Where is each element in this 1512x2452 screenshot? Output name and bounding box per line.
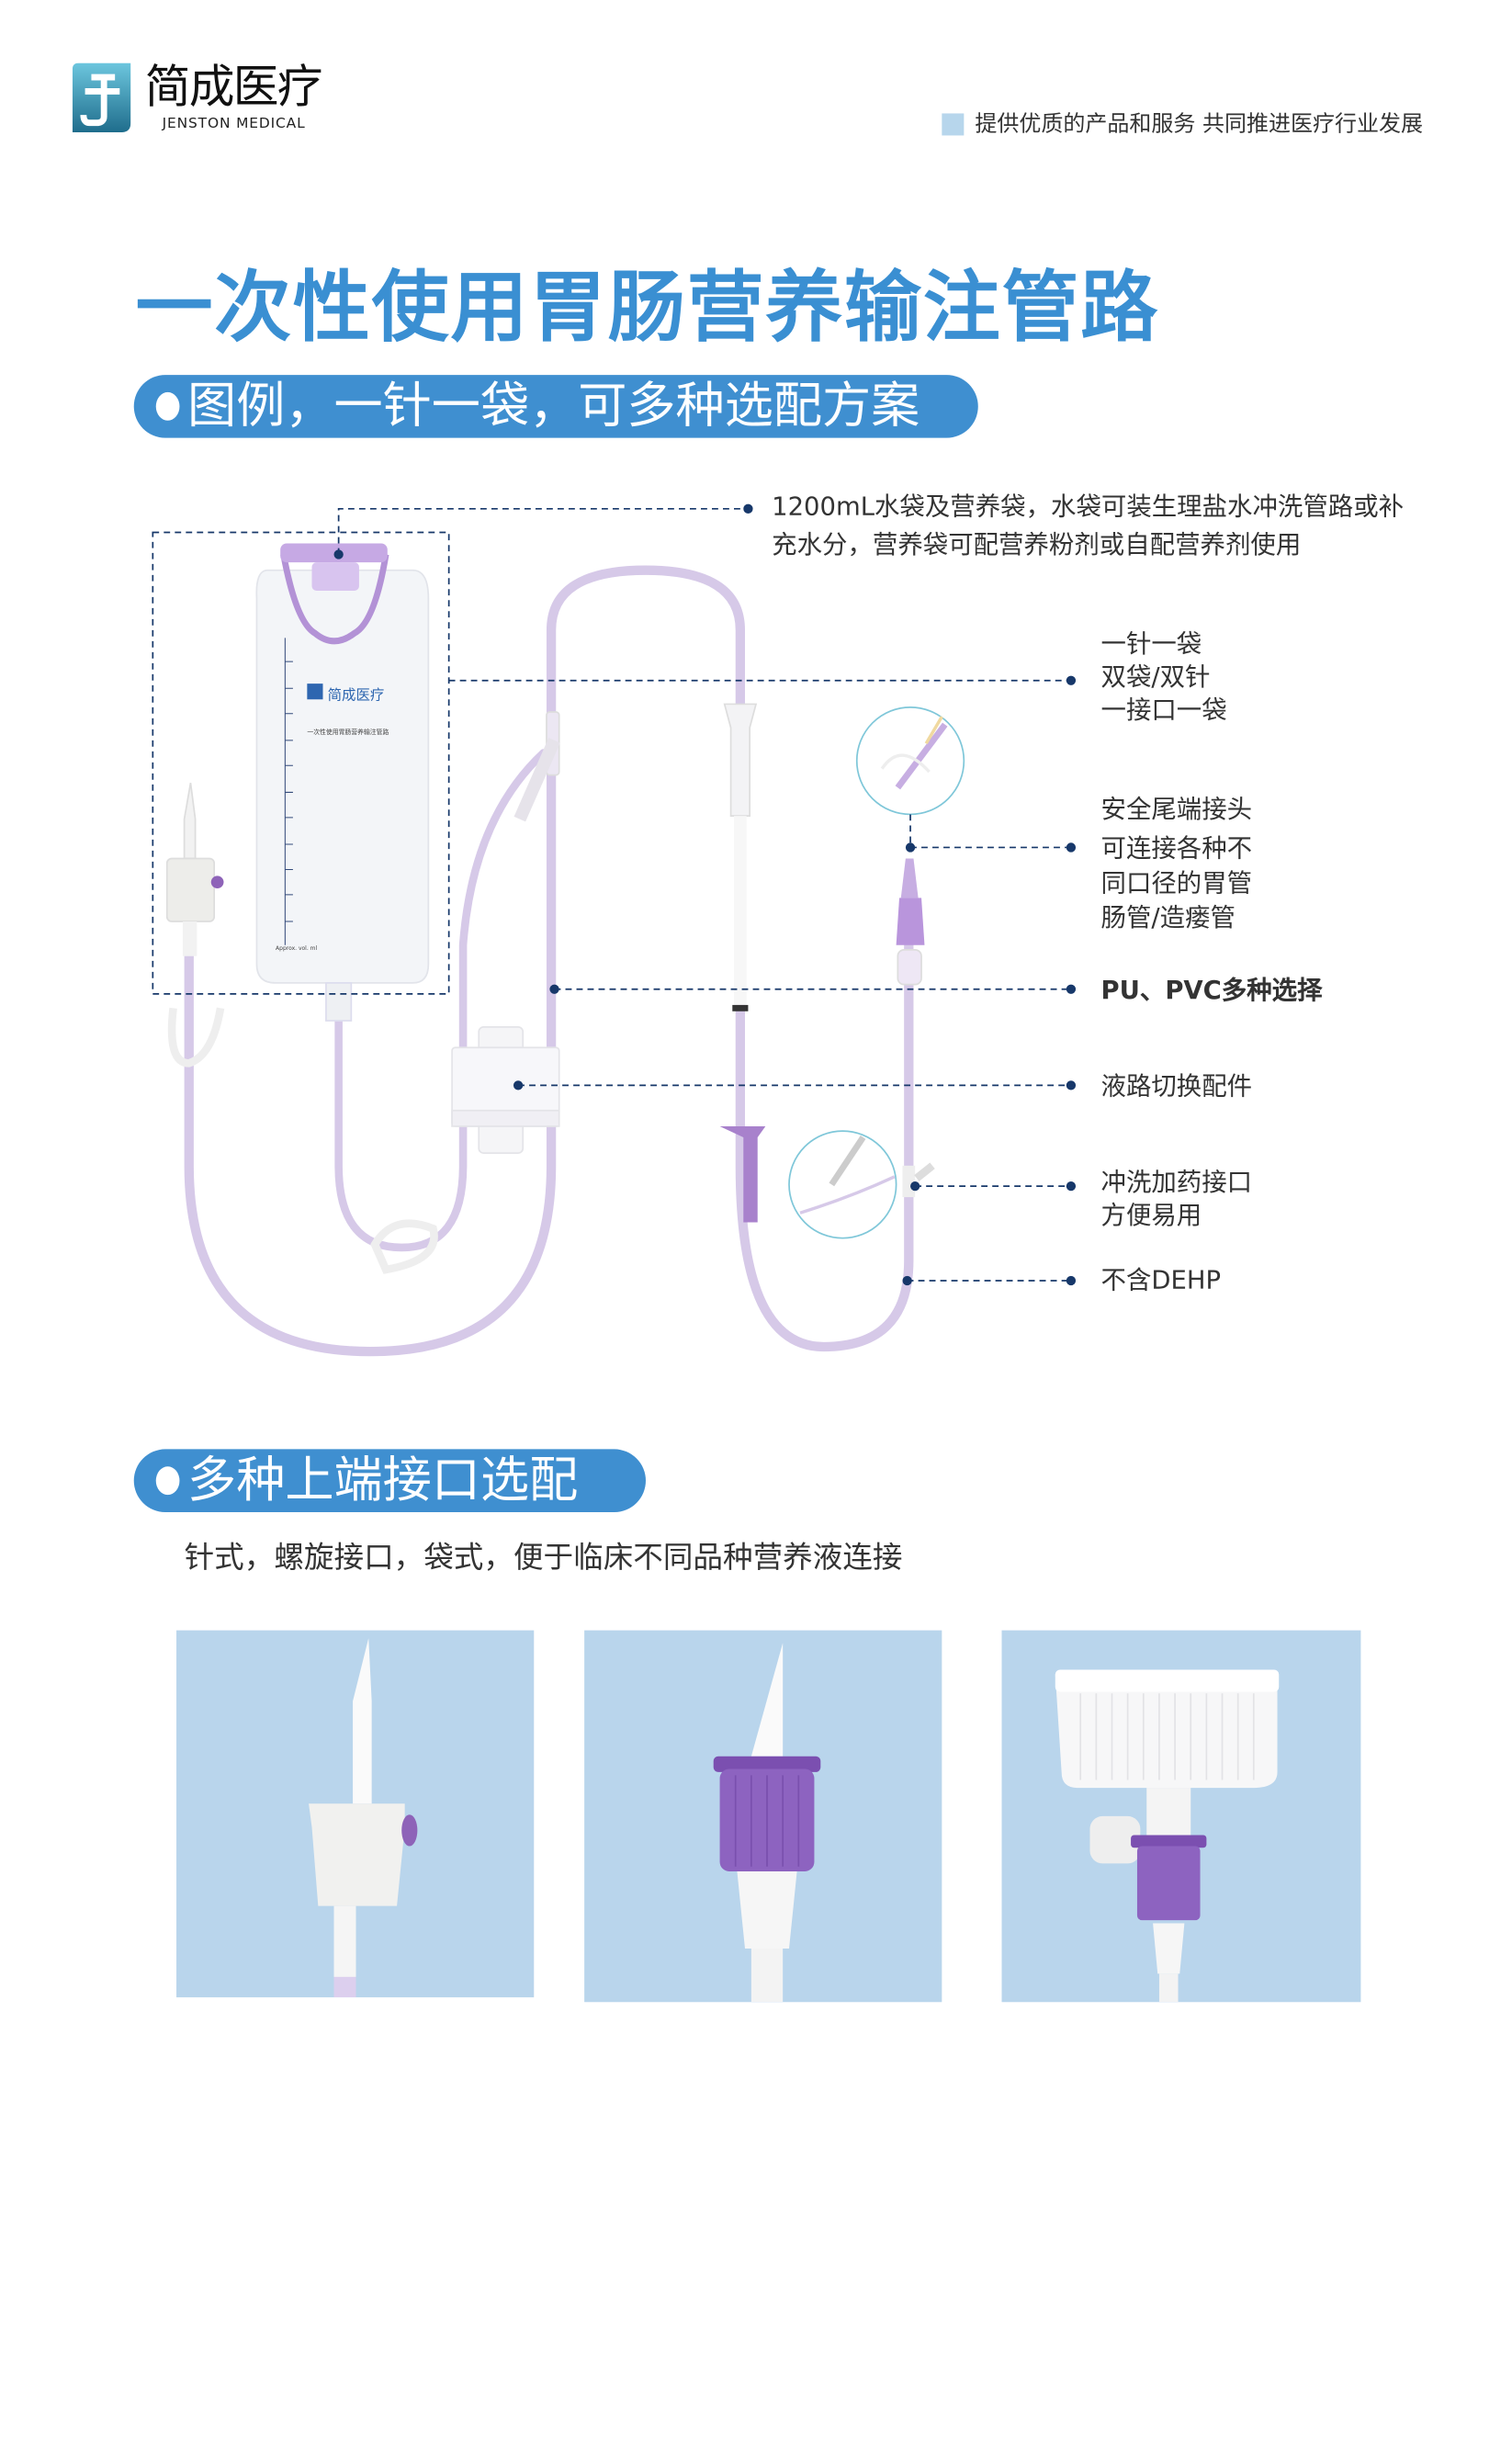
annotation-bags: 1200mL水袋及营养袋，水袋可装生理盐水冲洗管路或补充水分，营养袋可配营养粉剂…	[772, 491, 1405, 559]
tubing	[184, 565, 914, 1357]
bullet-icon	[155, 391, 180, 421]
leader-lines	[152, 507, 1071, 1282]
annotation-flush-port: 冲洗加药接口方便易用	[1100, 1167, 1253, 1231]
bag-print-product: 一次性使用胃肠营养输注管路	[307, 728, 389, 736]
screw-connector-illustration	[713, 1643, 821, 2003]
spike-connector	[165, 783, 225, 1068]
detail-circle-tail	[855, 706, 965, 816]
annotation-configurations: 一针一袋双袋/双针一接口一袋	[1100, 628, 1227, 725]
product-diagram: 简成医疗 一次性使用胃肠营养输注管路 Approx. vol. ml	[152, 503, 1077, 1357]
bag-cap-connector-illustration	[1055, 1669, 1280, 2003]
bag-print-scale-unit: Approx. vol. ml	[276, 945, 317, 952]
nutrition-bag: 简成医疗 一次性使用胃肠营养输注管路 Approx. vol. ml	[255, 543, 430, 1022]
image-bag-cap-connector	[1001, 1630, 1361, 2003]
section-heading-legend: 图例，一针一袋，可多种选配方案	[133, 375, 978, 438]
flow-switch	[451, 1026, 560, 1154]
annotation-tail-connector: 安全尾端接头可连接各种不同口径的胃管肠管/造瘘管	[1100, 794, 1253, 933]
tagline-marker	[942, 113, 965, 136]
spike-connector-illustration	[309, 1638, 418, 1998]
brand-logo-icon	[72, 62, 131, 133]
brand-name-en: JENSTON MEDICAL	[162, 116, 306, 133]
bullet-icon	[155, 1466, 180, 1496]
tagline: 提供优质的产品和服务 共同推进医疗行业发展	[975, 111, 1424, 138]
image-spike-connector	[176, 1630, 535, 1998]
page-title: 一次性使用胃肠营养输注管路	[135, 263, 1159, 354]
section-heading-connectors: 多种上端接口选配	[133, 1449, 646, 1513]
annotation-material: PU、PVC多种选择	[1100, 975, 1323, 1005]
tail-connector	[896, 858, 935, 1198]
drip-chamber	[719, 703, 766, 1223]
image-screw-connector	[584, 1630, 942, 2003]
brand-name-cn: 简成医疗	[144, 60, 323, 114]
detail-circle-flush-port	[788, 1130, 897, 1239]
leader-dots	[333, 503, 1077, 1286]
annotation-switch: 液路切换配件	[1100, 1070, 1253, 1102]
section-description: 针式，螺旋接口，袋式，便于临床不同品种营养液连接	[184, 1540, 903, 1576]
bag-print-brand: 简成医疗	[328, 686, 385, 703]
annotation-dehp: 不含DEHP	[1100, 1264, 1222, 1295]
